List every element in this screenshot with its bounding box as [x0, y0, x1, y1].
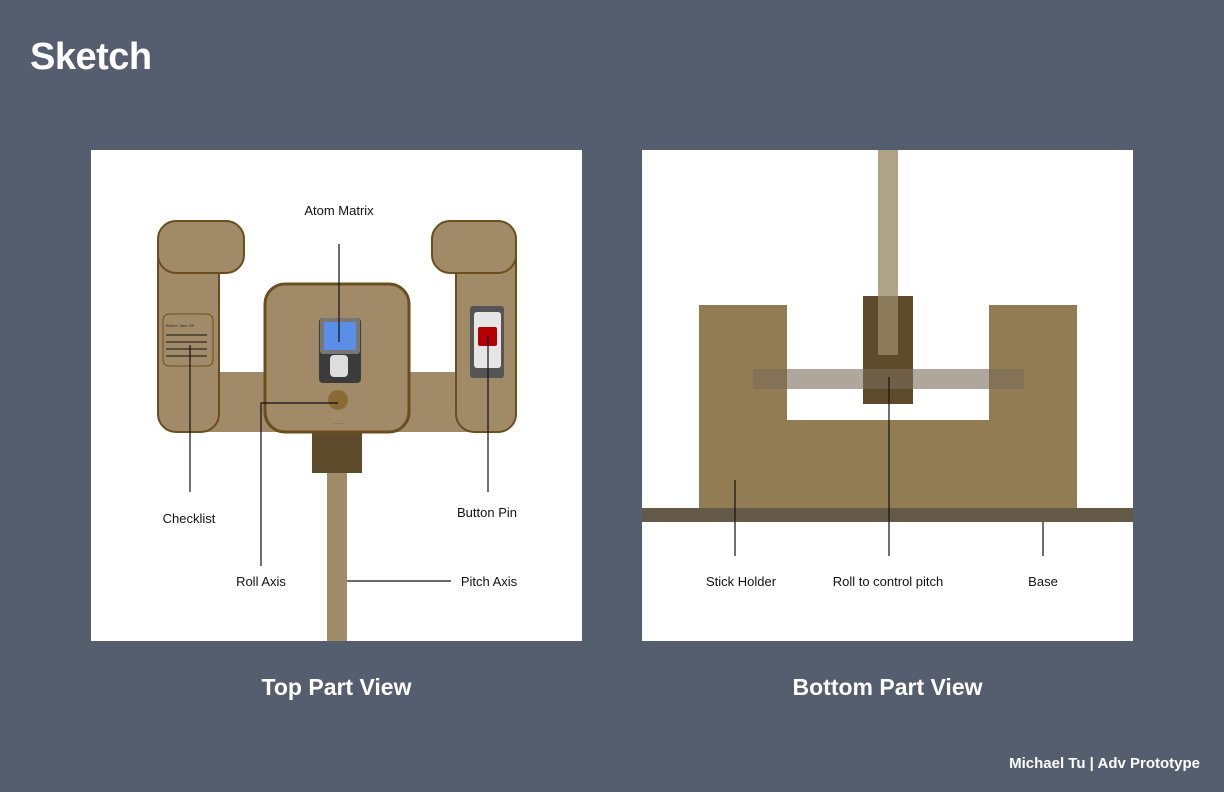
checklist-title: Before Take Off [166, 323, 195, 328]
top-view-panel: ~~~~ Before Take Off Atom Matrix Checkli… [91, 150, 582, 641]
top-leader-lines [189, 244, 489, 582]
footer-credit: Michael Tu | Adv Prototype [1009, 755, 1200, 772]
bottom-view-panel: Stick Holder Roll to control pitch Base [642, 150, 1133, 641]
stick-shaft [878, 150, 898, 300]
left-grip-cap [157, 220, 245, 274]
label-atom-matrix: Atom Matrix [304, 203, 374, 218]
pitch-shaft [327, 470, 347, 641]
checklist-card [162, 313, 214, 367]
page-title: Sketch [30, 36, 152, 78]
label-pitch-axis: Pitch Axis [461, 574, 518, 589]
roll-knob [328, 390, 348, 410]
bottom-leader-lines [734, 377, 1044, 556]
top-view-caption: Top Part View [261, 674, 412, 700]
stick-collar [312, 432, 362, 473]
atom-matrix-screen [324, 322, 356, 350]
bottom-view-caption: Bottom Part View [792, 674, 983, 700]
logo: ~~~~ [333, 421, 343, 426]
base [642, 508, 1133, 522]
right-grip-cap [431, 220, 517, 274]
label-button-pin: Button Pin [457, 505, 517, 520]
label-roll-axis: Roll Axis [236, 574, 286, 589]
label-checklist: Checklist [163, 511, 216, 526]
label-base: Base [1028, 574, 1058, 589]
label-roll-to-control-pitch: Roll to control pitch [833, 574, 944, 589]
stick-holder [699, 305, 1077, 508]
label-stick-holder: Stick Holder [706, 574, 777, 589]
